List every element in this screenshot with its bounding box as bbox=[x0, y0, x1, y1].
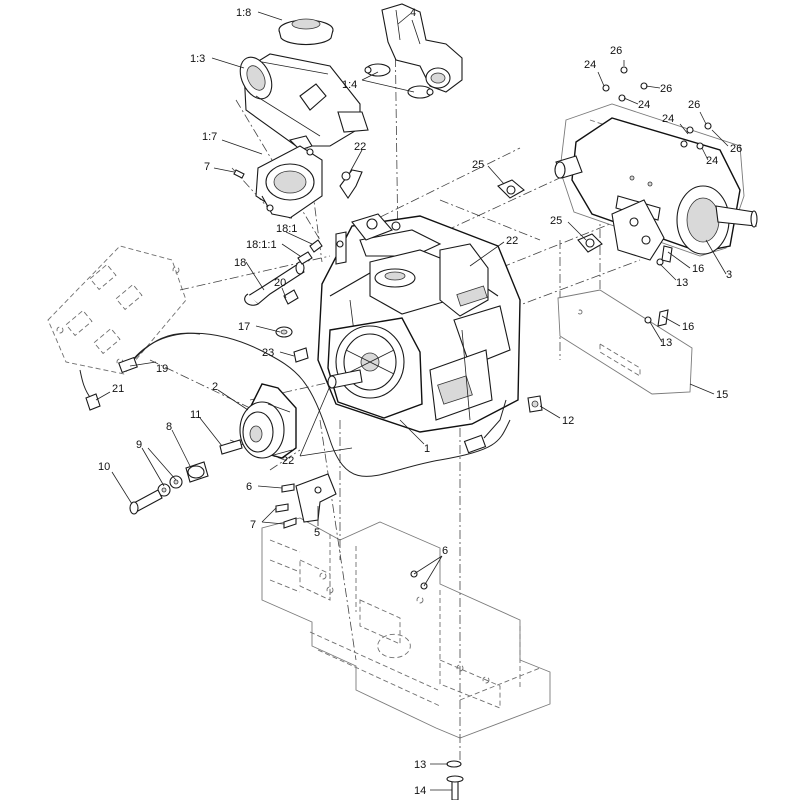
callout-24-c: 24 bbox=[662, 113, 674, 125]
callout-20: 20 bbox=[274, 277, 286, 289]
grommet-17 bbox=[275, 326, 293, 338]
hose-clamps bbox=[364, 63, 434, 99]
air-cleaner-cover bbox=[278, 18, 334, 46]
hardware-muffler bbox=[602, 66, 712, 266]
clutch-hardware bbox=[129, 461, 209, 515]
callout-22-b: 22 bbox=[506, 235, 518, 247]
callout-13-a: 13 bbox=[676, 277, 688, 289]
callout-7-b: 7 bbox=[250, 519, 256, 531]
callout-15: 15 bbox=[716, 389, 728, 401]
callout-6-b: 6 bbox=[442, 545, 448, 557]
bracket-5 bbox=[295, 473, 337, 523]
screw-7-top bbox=[233, 169, 245, 179]
callout-1-8: 1:8 bbox=[236, 7, 251, 19]
callout-25-b: 25 bbox=[550, 215, 562, 227]
crankshaft bbox=[327, 369, 363, 389]
callout-24-d: 24 bbox=[706, 155, 718, 167]
callout-24-b: 24 bbox=[638, 99, 650, 111]
callout-16-b: 16 bbox=[682, 321, 694, 333]
callout-11: 11 bbox=[190, 409, 201, 421]
callout-1-3: 1:3 bbox=[190, 53, 205, 65]
wire-harness bbox=[79, 332, 511, 477]
callout-24-a: 24 bbox=[584, 59, 596, 71]
callout-12: 12 bbox=[562, 415, 574, 427]
breather-hose bbox=[244, 261, 305, 306]
callout-23: 23 bbox=[262, 347, 274, 359]
callout-22-a: 22 bbox=[354, 141, 366, 153]
callout-22-c: 22 bbox=[282, 455, 294, 467]
frame-phantom bbox=[261, 517, 551, 739]
muffler-bracket bbox=[611, 199, 665, 261]
callout-18-1-1: 18:1:1 bbox=[246, 239, 277, 251]
callout-18: 18 bbox=[234, 257, 246, 269]
callout-25-a: 25 bbox=[472, 159, 484, 171]
callout-3: 3 bbox=[726, 269, 732, 281]
shield-fasteners bbox=[644, 309, 669, 327]
callout-4: 4 bbox=[410, 7, 416, 19]
callout-13-b: 13 bbox=[660, 337, 672, 349]
bolt-12 bbox=[527, 395, 543, 413]
callout-19: 19 bbox=[156, 363, 168, 375]
gasket-phantom bbox=[47, 245, 187, 375]
callout-26-d: 26 bbox=[730, 143, 742, 155]
callout-1: 1 bbox=[424, 443, 430, 455]
intake-tube bbox=[381, 3, 463, 93]
callout-1-7: 1:7 bbox=[202, 131, 217, 143]
air-cleaner-bracket bbox=[255, 145, 323, 219]
callout-6-a: 6 bbox=[246, 481, 252, 493]
callout-21: 21 bbox=[112, 383, 124, 395]
callout-9: 9 bbox=[136, 439, 142, 451]
callout-16-a: 16 bbox=[692, 263, 704, 275]
callout-5: 5 bbox=[314, 527, 320, 539]
bottom-bolt bbox=[446, 760, 464, 800]
clutch bbox=[239, 383, 297, 459]
callout-18-1: 18:1 bbox=[276, 223, 297, 235]
engine-top-fittings bbox=[335, 213, 401, 265]
leader-lines bbox=[95, 11, 729, 791]
callout-26-b: 26 bbox=[660, 83, 672, 95]
callout-14: 14 bbox=[414, 785, 426, 797]
callout-8: 8 bbox=[166, 421, 172, 433]
callout-10: 10 bbox=[98, 461, 110, 473]
clip-23 bbox=[293, 347, 309, 363]
hose-fittings bbox=[283, 239, 323, 305]
engine-flywheel-housing bbox=[327, 317, 423, 419]
callout-1-4: 1:4 bbox=[342, 79, 357, 91]
callout-2: 2 bbox=[212, 381, 218, 393]
callout-17: 17 bbox=[238, 321, 250, 333]
heat-shield bbox=[557, 289, 693, 395]
callout-13-c: 13 bbox=[414, 759, 426, 771]
callout-26-c: 26 bbox=[688, 99, 700, 111]
callout-7-a: 7 bbox=[204, 161, 210, 173]
breather-tube bbox=[339, 169, 363, 199]
callout-labels: 1:8 4 1:3 1:4 26 24 26 24 26 24 26 24 1:… bbox=[98, 7, 742, 797]
air-cleaner-housing bbox=[239, 53, 369, 151]
key-11 bbox=[219, 439, 243, 455]
callout-26-a: 26 bbox=[610, 45, 622, 57]
